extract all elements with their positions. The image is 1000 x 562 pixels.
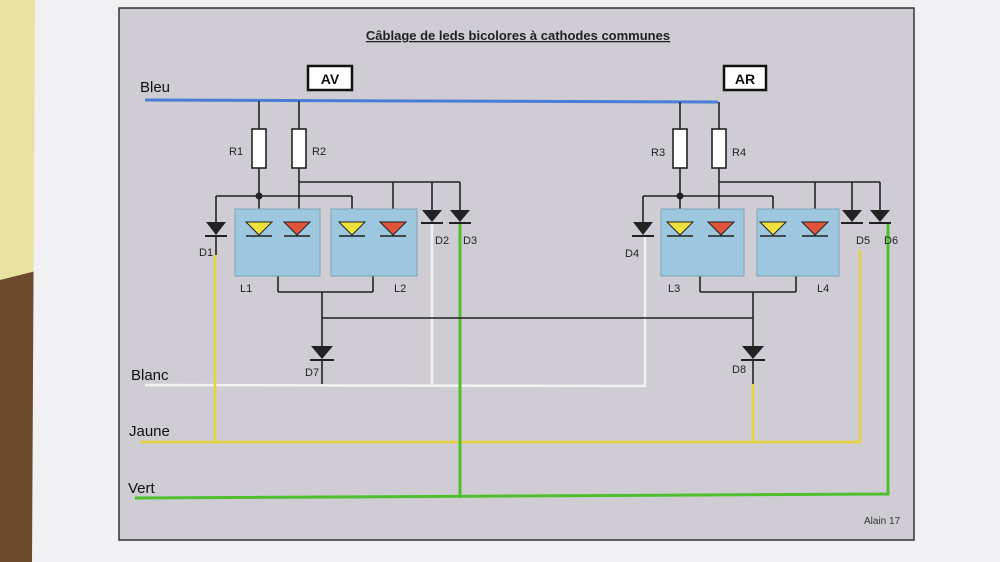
led-label-l1: L1 xyxy=(240,283,252,295)
av-label: AV xyxy=(321,71,340,87)
blue-wire xyxy=(144,98,719,104)
led-l2: L2 xyxy=(330,208,418,295)
diode-d5: D5 xyxy=(841,210,870,247)
diode-d1: D1 xyxy=(199,222,227,259)
diode-label-d7: D7 xyxy=(305,367,319,379)
diode-label-d4: D4 xyxy=(625,248,639,260)
diode-label-d1: D1 xyxy=(199,247,213,259)
resistor-label-r1: R1 xyxy=(229,146,243,158)
signature: Alain 17 xyxy=(864,516,901,527)
resistor-label-r3: R3 xyxy=(651,147,665,159)
yellow-paper-corner xyxy=(0,0,45,280)
resistor-label-r4: R4 xyxy=(732,147,746,159)
junction-dot-right xyxy=(676,192,684,200)
led-label-l4: L4 xyxy=(817,283,829,295)
diode-d8: D8 xyxy=(732,346,765,376)
wire-label-green: Vert xyxy=(128,480,156,497)
diode-d6: D6 xyxy=(869,210,898,247)
diode-label-d2: D2 xyxy=(435,235,449,247)
yellow-wire xyxy=(140,250,862,444)
white-wire xyxy=(144,222,647,388)
diode-label-d8: D8 xyxy=(732,364,746,376)
resistor-r1: R1 xyxy=(229,128,267,169)
ar-box: AR xyxy=(722,64,768,92)
wire-label-yellow: Jaune xyxy=(129,423,170,440)
wire-label-white: Blanc xyxy=(131,367,169,384)
diode-label-d6: D6 xyxy=(884,235,898,247)
diode-d7: D7 xyxy=(305,346,334,379)
diagram-title: Câblage de leds bicolores à cathodes com… xyxy=(366,28,670,43)
led-label-l3: L3 xyxy=(668,283,680,295)
wire-label-blue: Bleu xyxy=(140,79,170,96)
diode-d3: D3 xyxy=(449,210,477,247)
resistor-r2: R2 xyxy=(291,128,326,169)
ar-label: AR xyxy=(735,71,755,87)
junction-dot-left xyxy=(255,192,263,200)
led-l4: L4 xyxy=(756,208,840,295)
diode-d4: D4 xyxy=(625,222,654,260)
av-box: AV xyxy=(306,64,354,92)
led-l3: L3 xyxy=(660,208,745,295)
resistor-r4: R4 xyxy=(711,128,746,169)
resistor-r3: R3 xyxy=(651,128,688,169)
led-label-l2: L2 xyxy=(394,283,406,295)
diode-d2: D2 xyxy=(421,210,449,247)
diode-label-d3: D3 xyxy=(463,235,477,247)
diode-label-d5: D5 xyxy=(856,235,870,247)
led-l1: L1 xyxy=(234,208,321,295)
resistor-label-r2: R2 xyxy=(312,146,326,158)
green-wire xyxy=(134,222,890,500)
